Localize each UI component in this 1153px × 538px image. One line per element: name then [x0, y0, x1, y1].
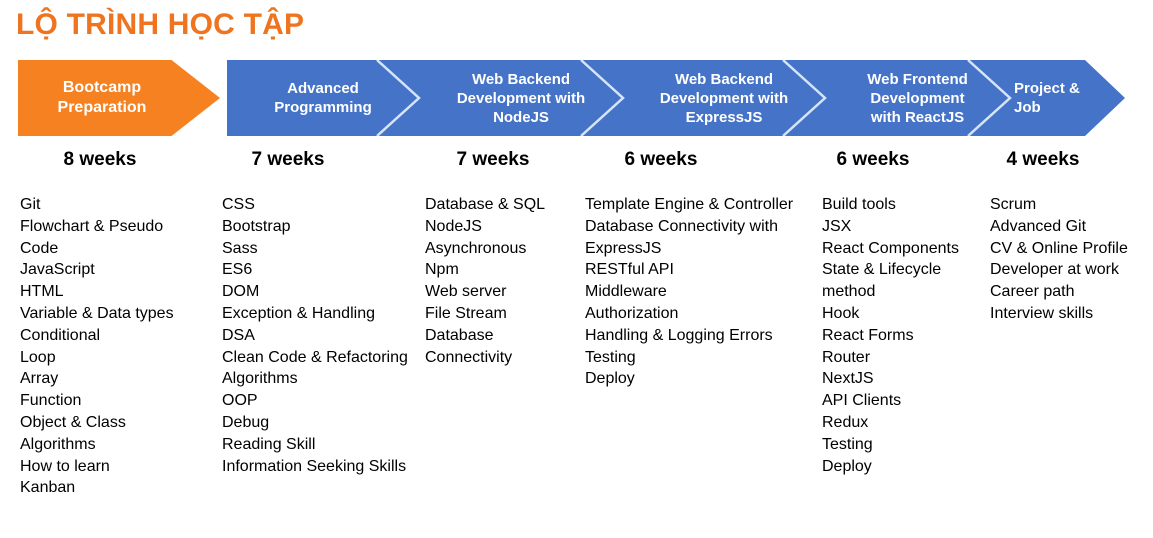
topic-item: JSX — [822, 217, 852, 235]
phase-segment-frontend-reactjs: Web Frontend Development with ReactJS — [825, 60, 1010, 136]
topic-item: Algorithms — [20, 435, 96, 453]
topic-item: HTML — [20, 283, 64, 301]
topic-item: Deploy — [822, 457, 872, 475]
duration-backend-expressjs: 6 weeks — [624, 149, 698, 170]
topic-item: Interview skills — [990, 304, 1094, 322]
topic-item: Sass — [222, 239, 258, 257]
phase-segment-backend-nodejs: Web Backend Development with NodeJS — [419, 60, 623, 136]
topic-item: Debug — [222, 413, 270, 431]
topic-item: Career path — [990, 283, 1075, 301]
topic-item: Exception & Handling — [222, 304, 375, 322]
topic-item: Database & SQL — [425, 196, 546, 213]
topic-item: Advanced Git — [990, 217, 1087, 235]
phase-segment-backend-expressjs: Web Backend Development with ExpressJS — [623, 60, 825, 136]
topic-item: Algorithms — [222, 370, 298, 388]
page-title: LỘ TRÌNH HỌC TẬP — [16, 8, 305, 41]
topic-item: NextJS — [822, 370, 874, 388]
topic-item: Build tools — [822, 196, 896, 213]
topic-item: Database Connectivity — [425, 326, 513, 366]
topic-item: Information Seeking Skills — [222, 457, 407, 475]
phase-segment-advanced-programming: Advanced Programming — [227, 60, 419, 136]
topic-item: Template Engine & Controller — [585, 196, 794, 213]
phase-label-project-job: Project & Job — [1014, 80, 1080, 116]
phase-arrow-bootcamp: Bootcamp Preparation — [18, 60, 220, 136]
topic-item: Developer at work — [990, 261, 1119, 279]
topic-item: Router — [822, 348, 871, 366]
chevron-separator-icon — [376, 60, 421, 136]
topic-item: Hook — [822, 304, 860, 322]
topic-item: Git — [20, 196, 41, 213]
topic-item: React Forms — [822, 326, 914, 344]
topic-item: Bootstrap — [222, 217, 291, 235]
chevron-separator-icon — [967, 60, 1012, 136]
topic-item: Middleware — [585, 283, 667, 301]
topic-item: State & Lifecycle method — [822, 261, 942, 301]
topic-item: Reading Skill — [222, 435, 316, 453]
topic-item: JavaScript — [20, 261, 95, 279]
phase-label-frontend-reactjs: Web Frontend Development with ReactJS — [867, 70, 968, 126]
duration-advanced-programming: 7 weeks — [251, 149, 325, 170]
phase-label-bootcamp: Bootcamp Preparation — [57, 79, 147, 116]
topic-item: Function — [20, 392, 82, 410]
topic-item: File Stream — [425, 304, 507, 322]
topic-item: React Components — [822, 239, 959, 257]
topic-item: CV & Online Profile — [990, 239, 1128, 257]
topic-item: Scrum — [990, 196, 1037, 213]
duration-backend-nodejs: 7 weeks — [456, 149, 530, 170]
topic-item: RESTful API — [585, 261, 674, 279]
topic-item: CSS — [222, 196, 255, 213]
duration-frontend-reactjs: 6 weeks — [836, 149, 910, 170]
topic-item: ES6 — [222, 261, 253, 279]
topic-item: Redux — [822, 413, 869, 431]
topic-item: Testing — [822, 435, 873, 453]
topic-item: Handling & Logging Errors — [585, 326, 773, 344]
topic-item: Array — [20, 370, 59, 388]
topic-item: Object & Class — [20, 413, 126, 431]
topic-item: Web server — [425, 283, 507, 301]
phase-label-advanced-programming: Advanced Programming — [274, 80, 372, 116]
topic-item: Authorization — [585, 304, 679, 322]
topic-item: Clean Code & Refactoring — [222, 348, 408, 366]
topic-item: DOM — [222, 283, 260, 301]
topic-item: Conditional — [20, 326, 101, 344]
topic-item: Deploy — [585, 370, 635, 388]
topic-item: OOP — [222, 392, 258, 410]
topic-item: How to learn — [20, 457, 110, 475]
topic-item: Flowchart & Pseudo Code — [20, 217, 164, 257]
topic-item: Npm — [425, 261, 459, 279]
topic-item: NodeJS — [425, 217, 482, 235]
chevron-separator-icon — [782, 60, 827, 136]
duration-bootcamp: 8 weeks — [63, 149, 137, 170]
topic-item: Variable & Data types — [20, 304, 174, 322]
topic-item: API Clients — [822, 392, 902, 410]
phase-label-backend-expressjs: Web Backend Development with ExpressJS — [659, 70, 789, 126]
duration-project-job: 4 weeks — [1006, 149, 1080, 170]
topic-item: Testing — [585, 348, 636, 366]
phase-label-backend-nodejs: Web Backend Development with NodeJS — [456, 70, 586, 126]
topic-item: Database Connectivity with ExpressJS — [585, 217, 778, 257]
topic-item: DSA — [222, 326, 255, 344]
phase-ribbon: Advanced Programming Web Backend Develop… — [227, 60, 1125, 136]
chevron-separator-icon — [580, 60, 625, 136]
phase-segment-project-job: Project & Job — [1010, 60, 1125, 136]
topic-item: Loop — [20, 348, 56, 366]
topic-item: Asynchronous — [425, 239, 527, 257]
topic-item: Kanban — [20, 479, 76, 497]
